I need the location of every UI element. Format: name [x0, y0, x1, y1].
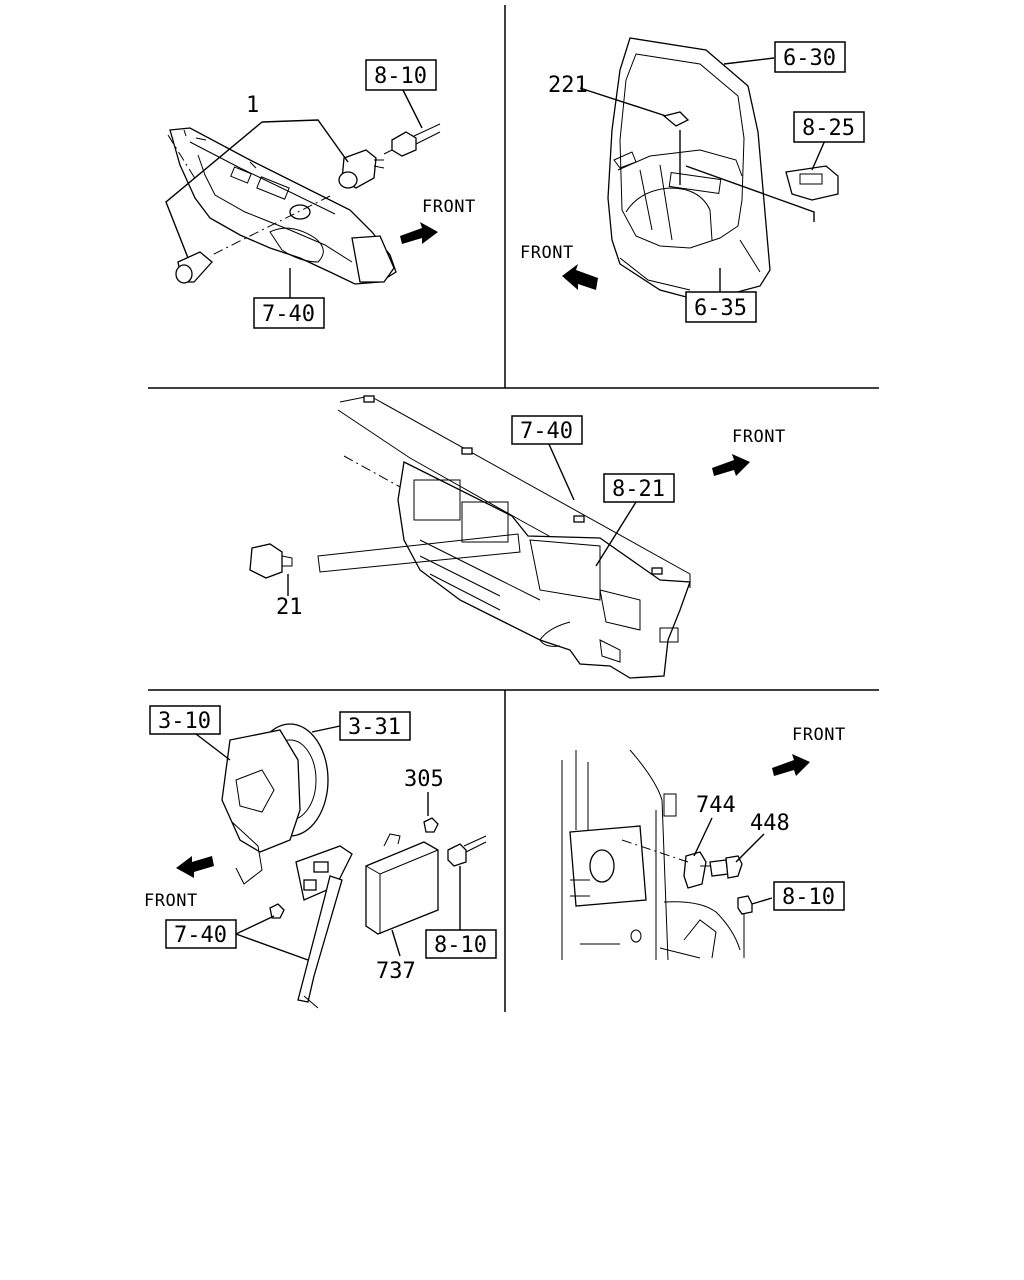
panel-dividers — [148, 5, 879, 1012]
panel-door: FRONT 221 6-30 8-25 6-35 — [520, 37, 865, 323]
front-label: FRONT — [792, 725, 846, 745]
dash-switch-21-drawing — [249, 543, 293, 579]
ref-box-8-10 — [425, 929, 497, 959]
callout-305: 305 — [404, 767, 444, 792]
ref-label-3-10: 3-10 — [158, 709, 211, 734]
bolt-448-drawing — [709, 855, 743, 879]
window-switch-drawing — [785, 165, 839, 201]
ref-box-3-31 — [339, 711, 411, 741]
ref-label-8-10: 8-10 — [374, 64, 427, 89]
callout-744: 744 — [696, 793, 736, 818]
horn-drawing — [221, 723, 329, 885]
ref-label-7-40: 7-40 — [174, 923, 227, 948]
front-arrow — [712, 454, 750, 476]
ref-label-7-40: 7-40 — [520, 419, 573, 444]
front-arrow — [176, 856, 214, 878]
ref-label-6-35: 6-35 — [694, 296, 747, 321]
callout-737: 737 — [376, 959, 416, 984]
front-label: FRONT — [520, 243, 574, 263]
panel-instrument-panel: FRONT 7-40 8-21 21 — [249, 395, 786, 679]
door-drawing — [607, 37, 771, 299]
ref-box-7-40 — [165, 919, 237, 949]
callout-221: 221 — [548, 73, 588, 98]
ref-label-6-30: 6-30 — [783, 46, 836, 71]
front-arrow — [772, 754, 810, 776]
sensor-744-drawing — [683, 851, 712, 889]
ref-label-8-25: 8-25 — [802, 116, 855, 141]
ref-label-8-21: 8-21 — [612, 477, 665, 502]
ref-label-3-31: 3-31 — [348, 715, 401, 740]
callout-1: 1 — [246, 93, 259, 118]
nut-7-40-drawing — [269, 903, 285, 919]
panel-dash-switch: FRONT 1 8-10 7-40 — [165, 59, 476, 329]
ref-box-3-10 — [149, 705, 221, 735]
connector-drawing — [383, 123, 441, 157]
instrument-panel-drawing — [337, 395, 691, 679]
front-arrow — [562, 264, 598, 290]
ref-box-8-21 — [603, 473, 675, 503]
nut-305-drawing — [423, 817, 439, 833]
ref-box-8-10 — [773, 881, 845, 911]
connector-8-10-drawing — [737, 895, 753, 958]
ref-label-8-10: 8-10 — [434, 933, 487, 958]
callout-21: 21 — [276, 595, 303, 620]
frame-drawing — [561, 749, 741, 961]
ref-box-8-25 — [793, 111, 865, 143]
panel-horn-bracket: FRONT 3-10 3-31 305 7-40 8-10 737 — [144, 705, 497, 1009]
bracket-drawing — [295, 845, 353, 1009]
switch-drawing — [338, 149, 385, 189]
controller-737-drawing — [365, 833, 439, 935]
ref-box-6-30 — [774, 41, 846, 73]
ref-label-8-10: 8-10 — [782, 885, 835, 910]
dash-panel-drawing — [167, 127, 397, 285]
ref-box-8-10 — [365, 59, 437, 91]
ref-box-7-40 — [253, 297, 325, 329]
front-arrow — [400, 222, 438, 244]
callout-448: 448 — [750, 811, 790, 836]
connector-8-10-drawing — [447, 835, 487, 867]
ref-box-6-35 — [685, 291, 757, 323]
front-label: FRONT — [732, 427, 786, 447]
front-label: FRONT — [144, 891, 198, 911]
knob-drawing — [175, 251, 213, 284]
ref-label-7-40: 7-40 — [262, 302, 315, 327]
front-label: FRONT — [422, 197, 476, 217]
ref-box-7-40 — [511, 415, 583, 445]
panel-frame-sensor: FRONT 744 448 8-10 — [561, 725, 846, 961]
